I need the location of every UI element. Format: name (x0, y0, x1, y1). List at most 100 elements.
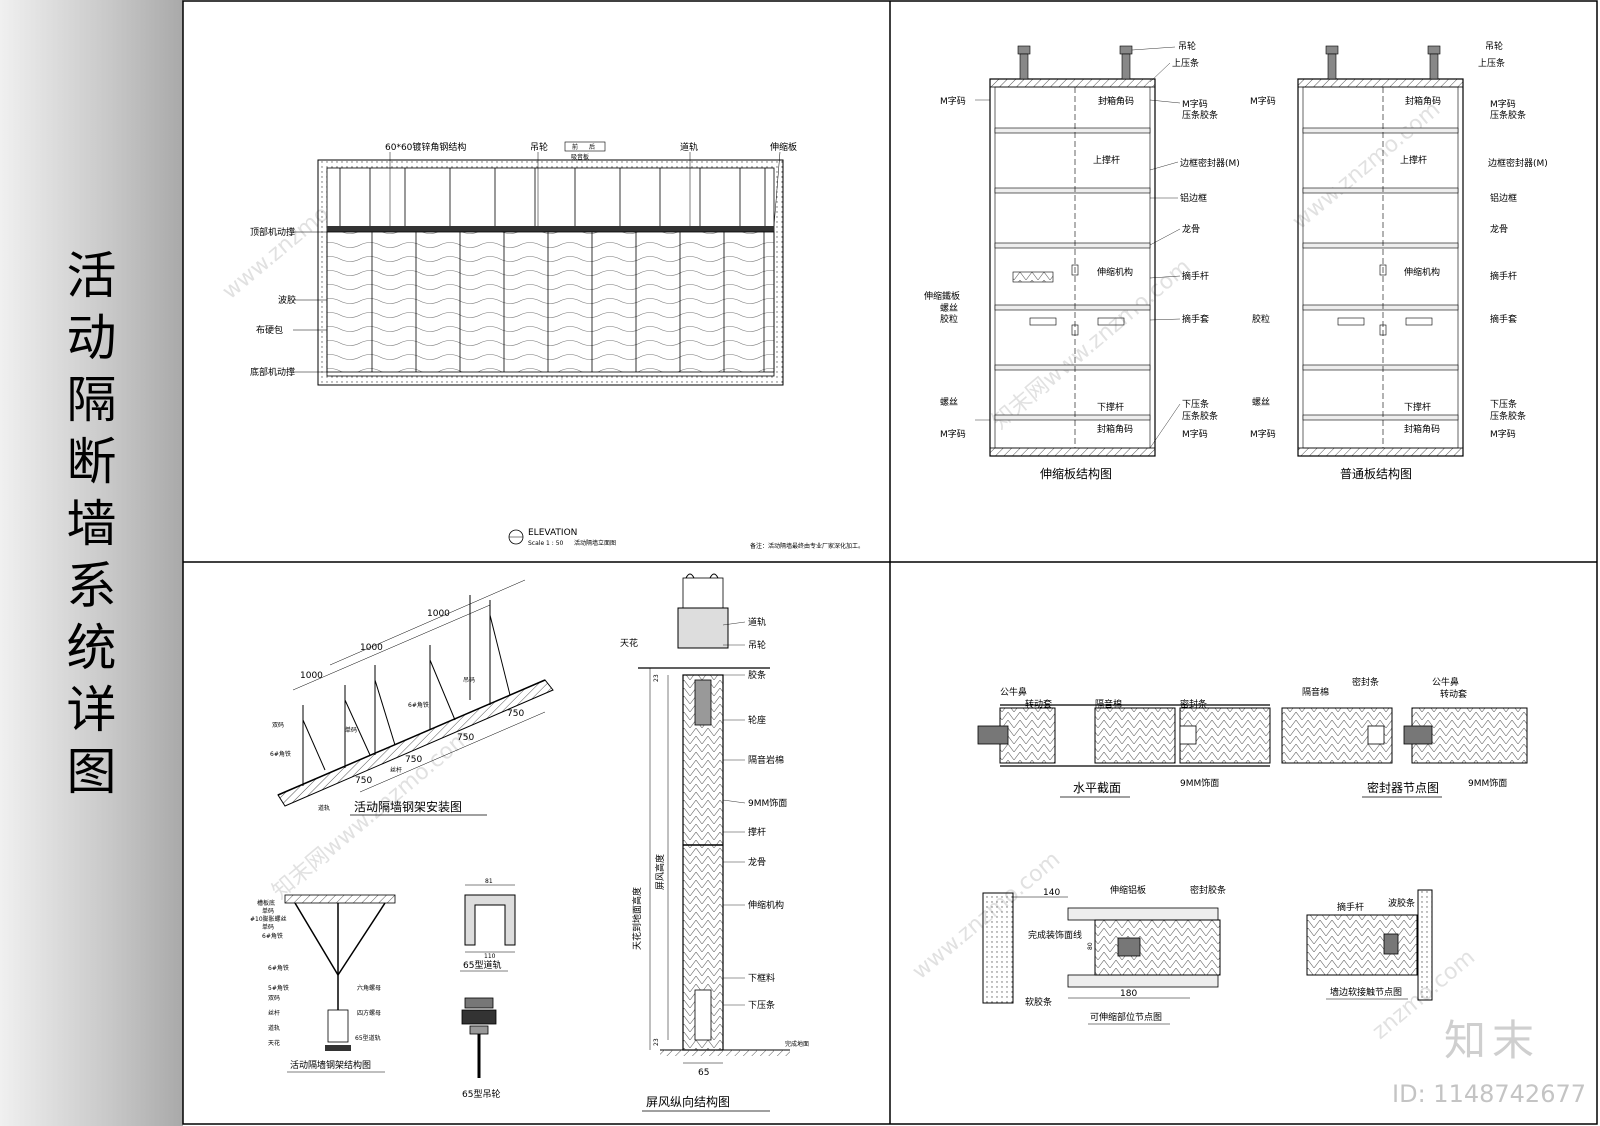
brand-watermark: 知末 (1443, 1016, 1540, 1065)
label-track: 道轨 (680, 141, 698, 153)
tp-r13: 下压条 (1182, 398, 1209, 410)
elevation-scale: Scale 1 : 50 (528, 540, 564, 547)
steel-install-drawing: 1000 1000 1000 750 750 750 750 吊码 6#角铁 双… (270, 579, 554, 816)
sc-l9: 下框料 (748, 972, 775, 984)
elevation-drawing: 前 后 吸音板 60*60镀锌角钢结构 吊轮 道轨 伸缩板 顶部机动撑 波胶 布… (250, 141, 864, 550)
stretch-dim-140: 140 (1043, 888, 1060, 898)
track-profile (464, 894, 516, 946)
np-r3: M字码 (1490, 98, 1516, 110)
ss-l12: 四方螺母 (357, 1009, 381, 1017)
si-label-2: 双码 (272, 721, 284, 729)
normal-panel-drawing: 普通板结构图 吊轮 上压条 封箱角码 M字码 压条胶条 边框密封器(M) 上撑杆… (1250, 40, 1548, 481)
sn-l4: 9MM饰面 (1468, 777, 1507, 789)
np-r0: 吊轮 (1485, 40, 1503, 52)
sc-l4: 隔音岩棉 (748, 754, 784, 766)
label-bottom-brace: 底部机动撑 (250, 366, 295, 378)
wn-l0: 摘手杆 (1337, 901, 1364, 913)
tp-r2: 封箱角码 (1098, 95, 1134, 107)
telescopic-panel-caption: 伸缩板结构图 (1040, 466, 1112, 481)
si-label-4: 6#角铁 (408, 701, 429, 709)
tp-r5: 边框密封器(M) (1180, 157, 1240, 169)
st-l2: 完成装饰面线 (1028, 929, 1082, 941)
ss-l9: 道轨 (268, 1024, 280, 1032)
panel-ribs (1302, 127, 1459, 421)
normal-left-labels: M字码 胶粒 螺丝 M字码 (1250, 95, 1276, 440)
np-r2: 封箱角码 (1405, 95, 1441, 107)
np-r14: 压条胶条 (1490, 410, 1526, 422)
telescopic-panel-drawing: 伸缩板结构图 吊轮 上压条 封箱角码 M字码 压条胶条 边框密封器(M) 上撑杆… (924, 40, 1240, 481)
st-l3: 软胶条 (1025, 996, 1052, 1008)
wall-section (982, 892, 1014, 1004)
label-rubber: 波胶 (278, 294, 296, 306)
np-r1: 上压条 (1478, 57, 1505, 69)
tag-label: 吸音板 (571, 153, 589, 161)
sc-l8: 伸缩机构 (748, 899, 784, 911)
np-r10: 摘手杆 (1490, 270, 1517, 282)
tp-r14: 压条胶条 (1182, 410, 1218, 422)
dim-750-a: 750 (507, 709, 524, 719)
hs-l2: 隔音棉 (1095, 698, 1122, 710)
normal-panel-caption: 普通板结构图 (1340, 466, 1412, 481)
wall-node-drawing: 摘手杆 波胶条 墙边软接触节点图 (1306, 889, 1433, 1001)
track-head (677, 607, 729, 649)
tp-r9: 伸缩机构 (1097, 266, 1133, 278)
panel-ribs (994, 127, 1151, 421)
panel-joints (371, 232, 765, 372)
np-l1: 胶粒 (1252, 313, 1270, 325)
telescopic-right-labels: 吊轮 上压条 封箱角码 M字码 压条胶条 边框密封器(M) 上撑杆 铝边框 龙骨… (1093, 40, 1240, 440)
tp-l3: 胶粒 (940, 313, 958, 325)
horizontal-section-drawing: 公牛鼻 转动套 隔音棉 密封条 9MM饰面 水平截面 (977, 686, 1271, 798)
ss-l6: 5#角铁 (268, 984, 289, 992)
tp-r4: 压条胶条 (1182, 109, 1218, 121)
sc-l3: 轮座 (748, 714, 766, 726)
ss-l4: 6#角铁 (262, 932, 283, 940)
tp-r12: 下撑杆 (1097, 401, 1124, 413)
screen-section-caption: 屏风纵向结构图 (646, 1094, 730, 1109)
stretch-dim-80: 80 (1087, 942, 1094, 950)
ss-l8: 丝杆 (268, 1009, 280, 1017)
wall-section (1417, 889, 1433, 1001)
hanger-rods (339, 168, 766, 226)
stretch-node-caption: 可伸缩部位节点图 (1090, 1011, 1162, 1023)
dim-750-d: 750 (355, 776, 372, 786)
screen-leaders (722, 621, 746, 1006)
title-char: 图 (66, 743, 117, 801)
wheel-65-drawing: 65型吊轮 (461, 997, 500, 1100)
elevation-panels (326, 231, 775, 373)
hanging-wheels (1017, 45, 1133, 80)
seal-node-caption: 密封器节点图 (1367, 780, 1439, 795)
tp-l4: 螺丝 (940, 396, 958, 408)
tp-l5: M字码 (940, 428, 966, 440)
np-l2: 螺丝 (1252, 396, 1270, 408)
st-l0: 伸缩铝板 (1110, 884, 1146, 896)
ss-l10: 天花 (268, 1039, 280, 1047)
tp-r6: 上撑杆 (1093, 154, 1120, 166)
title-char: 隔 (66, 371, 117, 429)
sc-l6: 撑杆 (748, 826, 766, 838)
tp-r7: 铝边框 (1180, 192, 1207, 204)
ceiling-to-floor-height: 天花到地面高度 (631, 887, 643, 950)
telescopic-left-labels: M字码 伸缩鐵板 螺丝 胶粒 螺丝 M字码 (924, 95, 966, 440)
ss-l2: #10膨胀螺丝 (250, 915, 287, 923)
np-r9: 伸缩机构 (1404, 266, 1440, 278)
sn-l1: 密封条 (1352, 676, 1379, 688)
label-top-brace: 顶部机动撑 (250, 226, 295, 238)
wall-node-caption: 墙边软接触节点图 (1330, 986, 1402, 998)
steel-install-caption: 活动隔墙钢架安装图 (354, 799, 462, 814)
elevation-title: ELEVATION (528, 528, 577, 538)
screen-section-drawing: 天花到地面高度 屏风高度 23 23 65 完成地面 天花 道轨 吊轮 胶条 轮… (620, 573, 809, 1112)
label-wheel: 吊轮 (530, 141, 548, 153)
dim-1000-b: 1000 (360, 643, 383, 653)
tp-l2: 螺丝 (940, 302, 958, 314)
np-r13: 下压条 (1490, 398, 1517, 410)
tp-l0: M字码 (940, 95, 966, 107)
ss-l13: 65型道轨 (355, 1034, 381, 1042)
label-fabric: 布硬包 (256, 324, 283, 336)
dim-65: 65 (698, 1068, 709, 1078)
telescopic-leaders (975, 46, 1181, 449)
title-char: 动 (66, 309, 117, 367)
tp-r3: M字码 (1182, 98, 1208, 110)
sc-l5: 9MM饰面 (748, 797, 787, 809)
elevation-track (327, 226, 774, 232)
